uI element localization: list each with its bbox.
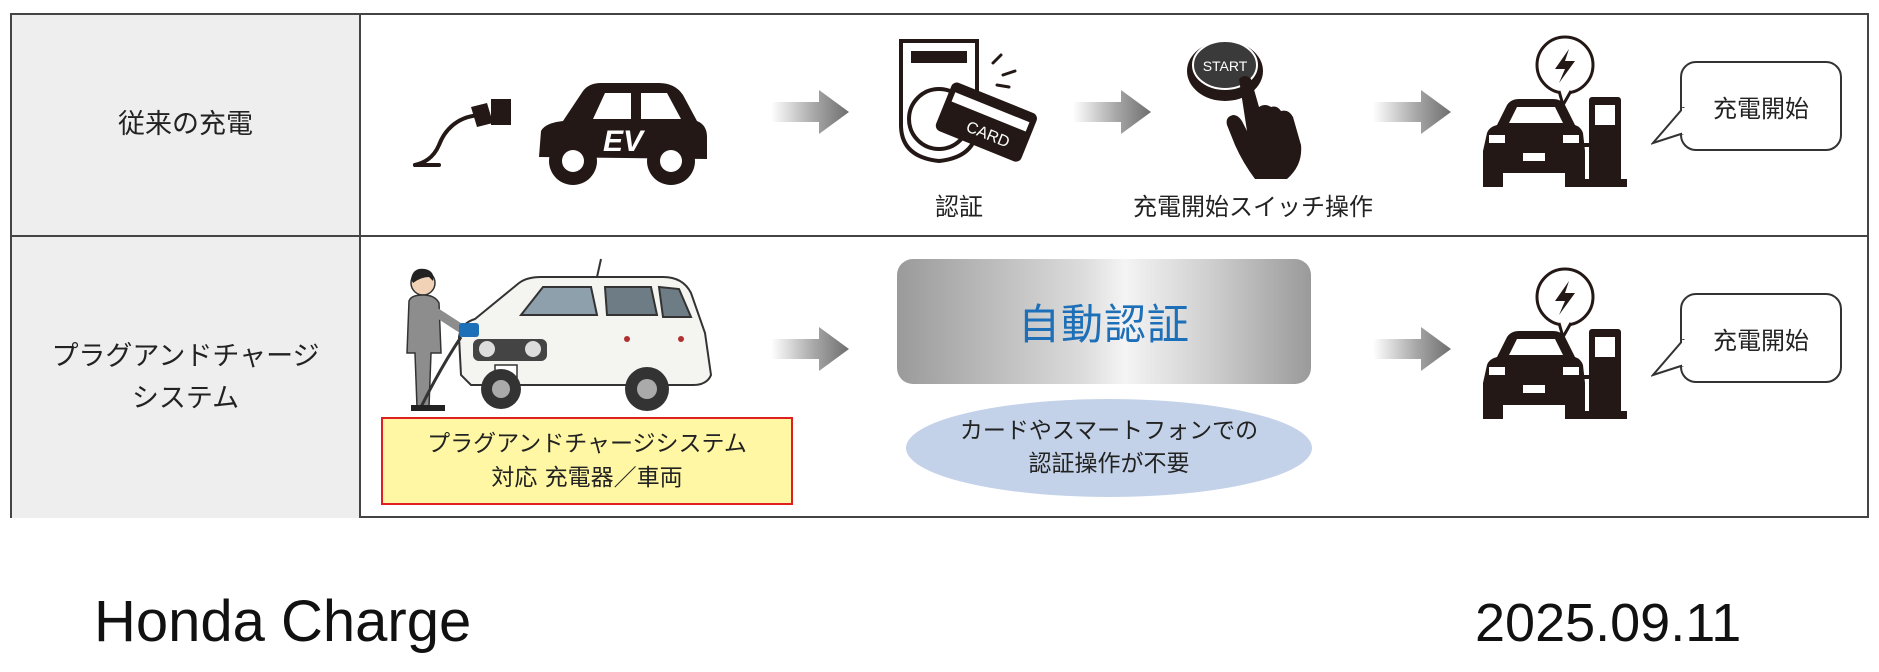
flow-arrow [771, 90, 849, 134]
note-line-2: 認証操作が不要 [1028, 451, 1190, 477]
charging-car-icon [1483, 35, 1627, 187]
ev-plug-icon [413, 99, 511, 167]
row-label-conventional: 従来の充電 [12, 15, 361, 235]
auto-auth-box: 自動認証 [897, 259, 1311, 384]
ev-car-icon: EV [539, 83, 707, 185]
no-manual-auth-note: カードやスマートフォンでの 認証操作が不要 [906, 399, 1312, 497]
speech-bubble-text: 充電開始 [1713, 94, 1809, 123]
auto-auth-text: 自動認証 [1017, 300, 1190, 349]
caption-switch: 充電開始スイッチ操作 [1133, 193, 1373, 221]
person-charging-car-icon [406, 258, 713, 411]
start-text: START [1203, 58, 1248, 74]
charging-car-icon [1483, 267, 1627, 419]
row-label-line-1: プラグアンドチャージ [51, 340, 320, 372]
footer-date: 2025.09.11 [1475, 593, 1742, 653]
compatible-device-box: プラグアンドチャージシステム 対応 充電器／車両 [381, 417, 793, 505]
compatible-box-line-2: 対応 充電器／車両 [491, 465, 683, 491]
comparison-diagram: 従来の充電 EV [10, 13, 1869, 518]
row-label-plug-and-charge: プラグアンドチャージ システム [12, 237, 361, 518]
row-label-text: 従来の充電 [118, 109, 253, 140]
row-content-conventional: EV CARD 認証 [361, 15, 1867, 235]
row-conventional: 従来の充電 EV [12, 15, 1867, 237]
row-content-plug-and-charge: プラグアンドチャージシステム 対応 充電器／車両 自動認証 カードやスマートフォ… [361, 237, 1867, 518]
row-plug-and-charge: プラグアンドチャージ システム [12, 237, 1867, 518]
row-label-line-2: システム [131, 382, 240, 414]
speech-bubble-text: 充電開始 [1713, 326, 1809, 355]
flow-arrow [1373, 90, 1451, 134]
speech-bubble-charge-start: 充電開始 [1680, 61, 1842, 151]
caption-auth: 認証 [935, 193, 983, 221]
flow-arrow [1373, 327, 1451, 371]
flow-arrow [771, 327, 849, 371]
compatible-box-line-1: プラグアンドチャージシステム [427, 431, 747, 457]
flow-arrow [1073, 90, 1151, 134]
start-button-icon: START [1187, 40, 1302, 179]
note-line-1: カードやスマートフォンでの [959, 418, 1259, 444]
ev-badge: EV [603, 125, 646, 158]
speech-bubble-tail [1651, 107, 1685, 145]
auth-card-icon: CARD [899, 39, 1037, 164]
footer-title: Honda Charge [94, 589, 472, 654]
speech-bubble-charge-start: 充電開始 [1680, 293, 1842, 383]
speech-bubble-tail [1651, 339, 1685, 377]
